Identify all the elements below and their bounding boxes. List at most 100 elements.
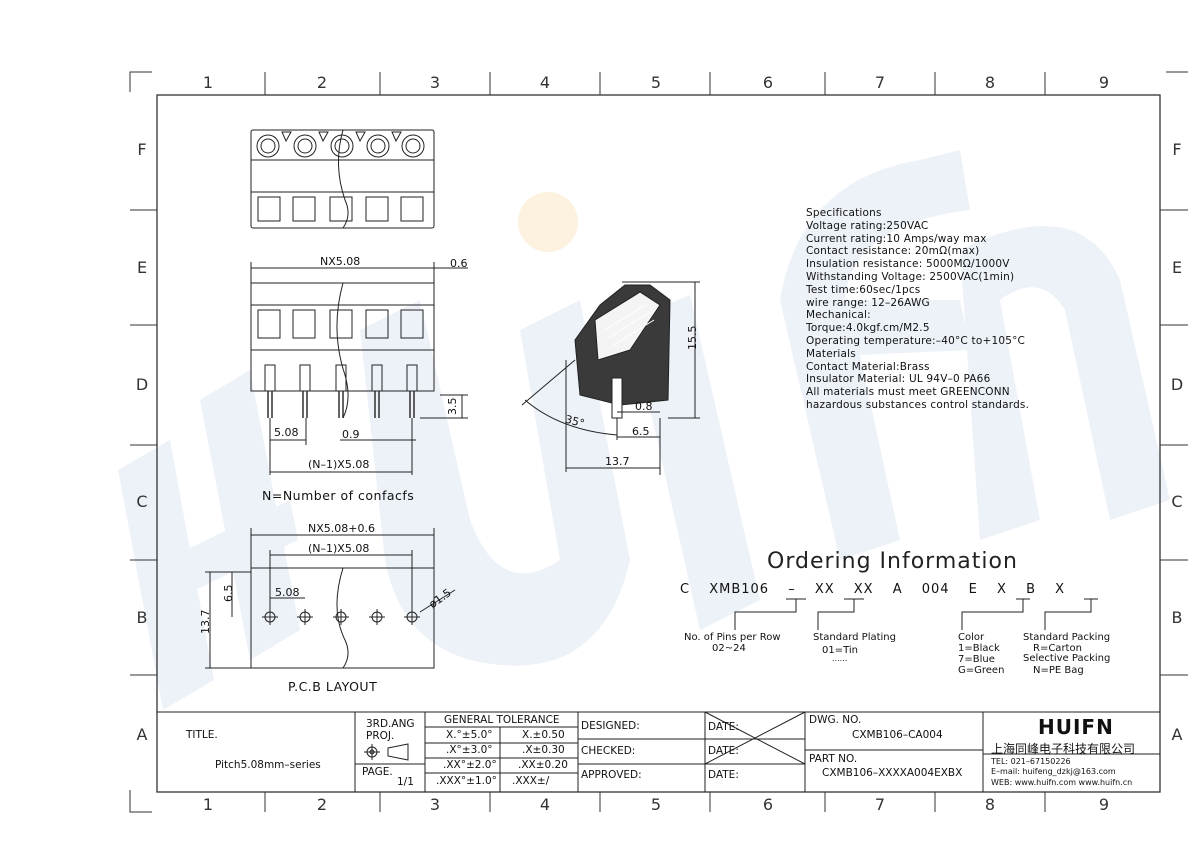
pcb-layout-drawing [205, 528, 456, 669]
plating-more: ...... [832, 654, 848, 663]
approved-label: APPROVED: [581, 769, 642, 781]
zone-bottom-8: 8 [984, 795, 996, 814]
zone-right-a: A [1171, 725, 1183, 744]
color-label: Color [958, 632, 985, 643]
spec-line: Insulator Material: UL 94V–0 PA66 [806, 373, 991, 386]
date-label-1: DATE: [708, 721, 739, 733]
spec-line: Operating temperature:–40°C to+105°C [806, 334, 1026, 347]
zone-bottom-1: 1 [202, 795, 214, 814]
spec-heading: Specifications [806, 207, 882, 219]
front-view [250, 262, 468, 475]
part-value: CXMB106–XXXXA004EXBX [822, 767, 963, 779]
dim-n1x508: (N–1)X5.08 [308, 458, 370, 471]
zone-top-1: 1 [202, 73, 214, 92]
ordering-leaders [734, 598, 1098, 630]
zone-bottom-2: 2 [316, 795, 328, 814]
zone-top-8: 8 [984, 73, 996, 92]
proj-line2: PROJ. [366, 730, 395, 742]
color-value-1: 1=Black [958, 643, 1000, 654]
dim-0-6: 0.6 [450, 257, 468, 270]
zone-left-e: E [136, 258, 148, 277]
dim-0-9: 0.9 [342, 428, 360, 441]
pcb-dim-508: 5.08 [275, 586, 300, 599]
designed-label: DESIGNED: [581, 720, 640, 732]
zone-top-4: 4 [539, 73, 551, 92]
zone-left-b: B [136, 608, 148, 627]
spec-line: Test time:60sec/1pcs [806, 283, 921, 296]
title-value: Pitch5.08mm–series [215, 759, 321, 771]
zone-right-f: F [1172, 140, 1182, 159]
page-value: 1/1 [397, 776, 414, 788]
dim-6-5: 6.5 [632, 425, 650, 438]
color-value-3: G=Green [958, 665, 1005, 676]
spec-line: wire range: 12–26AWG [806, 296, 930, 309]
tolerance-header: GENERAL TOLERANCE [444, 714, 560, 726]
packing-label: Standard Packing [1023, 632, 1111, 643]
spec-line: Materials [806, 347, 856, 360]
spec-line: Voltage rating:250VAC [806, 219, 929, 232]
ordering-title: Ordering Information [767, 549, 1018, 574]
spec-line: Mechanical: [806, 309, 871, 322]
page-label: PAGE. [362, 766, 393, 778]
top-view [250, 129, 435, 229]
company-web: WEB: www.huifn.com www.huifn.cn [991, 778, 1133, 787]
zone-bottom-6: 6 [762, 795, 774, 814]
zone-top-6: 6 [762, 73, 774, 92]
zone-right-b: B [1171, 608, 1183, 627]
zone-bottom-7: 7 [874, 795, 886, 814]
spec-line: hazardous substances control standards. [806, 398, 1030, 411]
title-label: TITLE. [186, 729, 218, 741]
spec-line: Contact Material:Brass [806, 360, 930, 373]
tol-angle-1: .X°±3.0° [446, 744, 493, 756]
zone-left-d: D [135, 375, 149, 394]
dim-3-5: 3.5 [446, 397, 459, 416]
zone-top-9: 9 [1098, 73, 1110, 92]
tol-angle-2: .XX°±2.0° [443, 759, 497, 771]
dim-15-5: 15.5 [686, 325, 699, 351]
plating-label: Standard Plating [813, 632, 896, 643]
dim-nx508: NX5.08 [320, 255, 361, 268]
zone-bottom-4: 4 [539, 795, 551, 814]
zone-top-7: 7 [874, 73, 886, 92]
tol-angle-0: X.°±5.0° [446, 729, 493, 741]
zone-top-3: 3 [429, 73, 441, 92]
dim-0-8: 0.8 [635, 400, 653, 413]
zone-top-2: 2 [316, 73, 328, 92]
title-block-grid [157, 711, 1160, 792]
part-label: PART NO. [809, 753, 858, 765]
zone-right-e: E [1171, 258, 1183, 277]
pcb-dim-65: 6.5 [222, 584, 235, 603]
proj-line1: 3RD.ANG [366, 718, 415, 730]
pcb-dim-137: 13.7 [199, 609, 212, 635]
pcb-layout-label: P.C.B LAYOUT [288, 679, 378, 694]
spec-line: Withstanding Voltage: 2500VAC(1min) [806, 270, 1015, 283]
checked-label: CHECKED: [581, 745, 636, 757]
dwg-label: DWG. NO. [809, 714, 862, 726]
zone-left-a: A [136, 725, 148, 744]
spec-line: Insulation resistance: 5000MΩ/1000V [806, 258, 1010, 271]
pcb-dim-top: NX5.08+0.6 [308, 522, 375, 535]
date-label-2: DATE: [708, 745, 739, 757]
plating-value: 01=Tin [822, 645, 859, 656]
specifications-block: Specifications Voltage rating:250VAC Cur… [806, 207, 1029, 412]
ordering-code: C XMB106 – XX XX A 004 E X B X [680, 582, 1066, 597]
dwg-value: CXMB106–CA004 [852, 729, 943, 741]
tol-linear-2: .XX±0.20 [518, 759, 568, 771]
company-email: E–mail: huifeng_dzkj@163.com [991, 767, 1116, 776]
company-name: 上海同峰电子科技有限公司 [991, 742, 1136, 756]
packing-value: R=Carton [1033, 643, 1082, 654]
side-view [521, 281, 700, 475]
zone-bottom-9: 9 [1098, 795, 1110, 814]
zone-left-f: F [137, 140, 147, 159]
zone-left-c: C [136, 492, 148, 511]
zone-bottom-5: 5 [650, 795, 662, 814]
spec-line: Torque:4.0kgf.cm/M2.5 [806, 322, 930, 335]
spec-line: All materials must meet GREENCONN [806, 386, 1010, 399]
pins-range: 02~24 [712, 643, 746, 654]
zone-bottom-3: 3 [429, 795, 441, 814]
dim-5-08: 5.08 [274, 426, 299, 439]
zone-right-c: C [1171, 492, 1183, 511]
contacts-note: N=Number of confacfs [262, 488, 415, 503]
tol-linear-3: .XXX±/ [512, 775, 550, 787]
